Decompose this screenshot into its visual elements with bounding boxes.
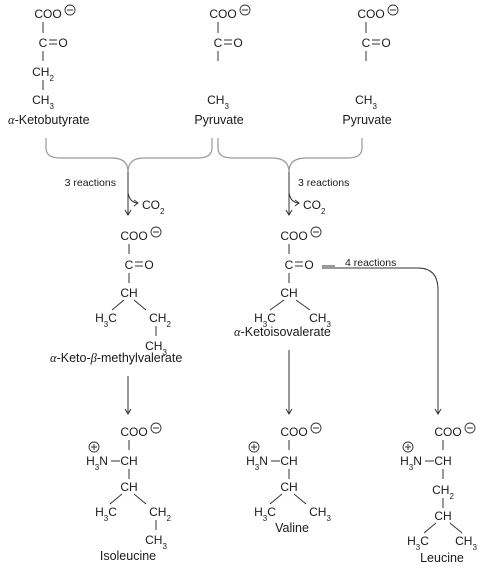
svg-text:CH3: CH3: [309, 505, 331, 523]
svg-text:C: C: [125, 258, 134, 272]
step-right: CO2 3 reactions: [285, 172, 349, 216]
svg-text:CH: CH: [280, 286, 297, 300]
label-leucine: Leucine: [420, 551, 464, 565]
svg-text:CH3: CH3: [455, 534, 477, 552]
svg-text:H3C: H3C: [254, 311, 276, 329]
label-ketobutyrate: α-Ketobutyrate: [8, 113, 90, 127]
bracket-right-b: [288, 138, 363, 173]
negative-charge-icon: [387, 4, 399, 16]
negative-charge-icon: [150, 422, 162, 434]
co2-label: CO2: [142, 198, 165, 216]
carboxylate-group: COO: [120, 425, 147, 439]
negative-charge-icon: [310, 422, 322, 434]
svg-text:CH: CH: [120, 454, 137, 468]
svg-text:CH3: CH3: [145, 339, 167, 357]
reaction-count: 4 reactions: [345, 257, 396, 269]
svg-text:CH3: CH3: [145, 533, 167, 551]
carboxylate-group: COO: [120, 229, 147, 243]
svg-text:C: C: [214, 36, 223, 50]
svg-text:CH2: CH2: [149, 505, 171, 523]
step-leucine-branch: 4 reactions: [322, 257, 442, 415]
svg-text:CH2: CH2: [432, 483, 454, 501]
svg-text:C: C: [285, 258, 294, 272]
label-valine: Valine: [275, 521, 309, 535]
labels: α-Ketobutyrate Pyruvate Pyruvate α-Keto-β-m…: [8, 113, 464, 565]
co2-label: CO2: [303, 198, 326, 216]
bracket-left-a: [45, 138, 129, 173]
carboxylate-group: COO: [280, 425, 307, 439]
svg-text:C: C: [362, 36, 371, 50]
svg-text:O: O: [304, 258, 313, 272]
positive-charge-icon: [248, 441, 260, 453]
negative-charge-icon: [64, 4, 76, 16]
svg-text:CH: CH: [120, 286, 137, 300]
svg-text:CH: CH: [434, 454, 451, 468]
svg-text:C: C: [39, 36, 48, 50]
label-pyruvate-2: Pyruvate: [342, 113, 391, 127]
carboxylate-group: COO: [280, 229, 307, 243]
positive-charge-icon: [402, 441, 414, 453]
carboxylate-group: COO: [34, 7, 61, 21]
svg-text:O: O: [381, 36, 390, 50]
label-keto-methylvalerate: α-Keto-β-methylvalerate: [50, 351, 182, 365]
negative-charge-icon: [310, 226, 322, 238]
svg-text:CH: CH: [434, 509, 451, 523]
step-left: CO2 3 reactions: [65, 172, 165, 216]
label-ketoisovalerate: α-Ketoisovalerate: [234, 325, 331, 339]
svg-text:CH2: CH2: [32, 65, 54, 83]
negative-charge-icon: [239, 4, 251, 16]
svg-text:O: O: [58, 36, 67, 50]
svg-text:CH: CH: [120, 480, 137, 494]
arrow-to-valine: [285, 350, 293, 415]
label-pyruvate-1: Pyruvate: [194, 113, 243, 127]
svg-text:H3C: H3C: [95, 505, 117, 523]
label-isoleucine: Isoleucine: [100, 549, 156, 563]
ammonium-group: H3N: [246, 454, 268, 472]
arrow-to-isoleucine: [124, 376, 132, 415]
svg-text:H3C: H3C: [254, 505, 276, 523]
svg-text:CH3: CH3: [355, 93, 377, 111]
svg-text:H3C: H3C: [407, 534, 429, 552]
reaction-count: 3 reactions: [65, 177, 116, 189]
ammonium-group: H3N: [86, 454, 108, 472]
svg-text:CH3: CH3: [32, 93, 54, 111]
svg-text:O: O: [144, 258, 153, 272]
reaction-count: 3 reactions: [298, 177, 349, 189]
ammonium-group: H3N: [400, 454, 422, 472]
svg-text:H3C: H3C: [95, 311, 117, 329]
positive-charge-icon: [88, 441, 100, 453]
negative-charge-icon: [464, 422, 476, 434]
svg-text:CH3: CH3: [309, 311, 331, 329]
carboxylate-group: COO: [434, 425, 461, 439]
bracket-left-b: [127, 138, 213, 173]
valine: COO CH H3N CH H3C CH3: [246, 422, 331, 523]
svg-text:O: O: [233, 36, 242, 50]
svg-text:CH: CH: [280, 480, 297, 494]
svg-text:CH2: CH2: [149, 311, 171, 329]
negative-charge-icon: [150, 226, 162, 238]
svg-text:CH3: CH3: [207, 93, 229, 111]
merge-brackets: [45, 138, 363, 173]
svg-text:CH: CH: [280, 454, 297, 468]
carboxylate-group: COO: [209, 7, 236, 21]
bracket-right-a: [217, 138, 290, 173]
carboxylate-group: COO: [357, 7, 384, 21]
